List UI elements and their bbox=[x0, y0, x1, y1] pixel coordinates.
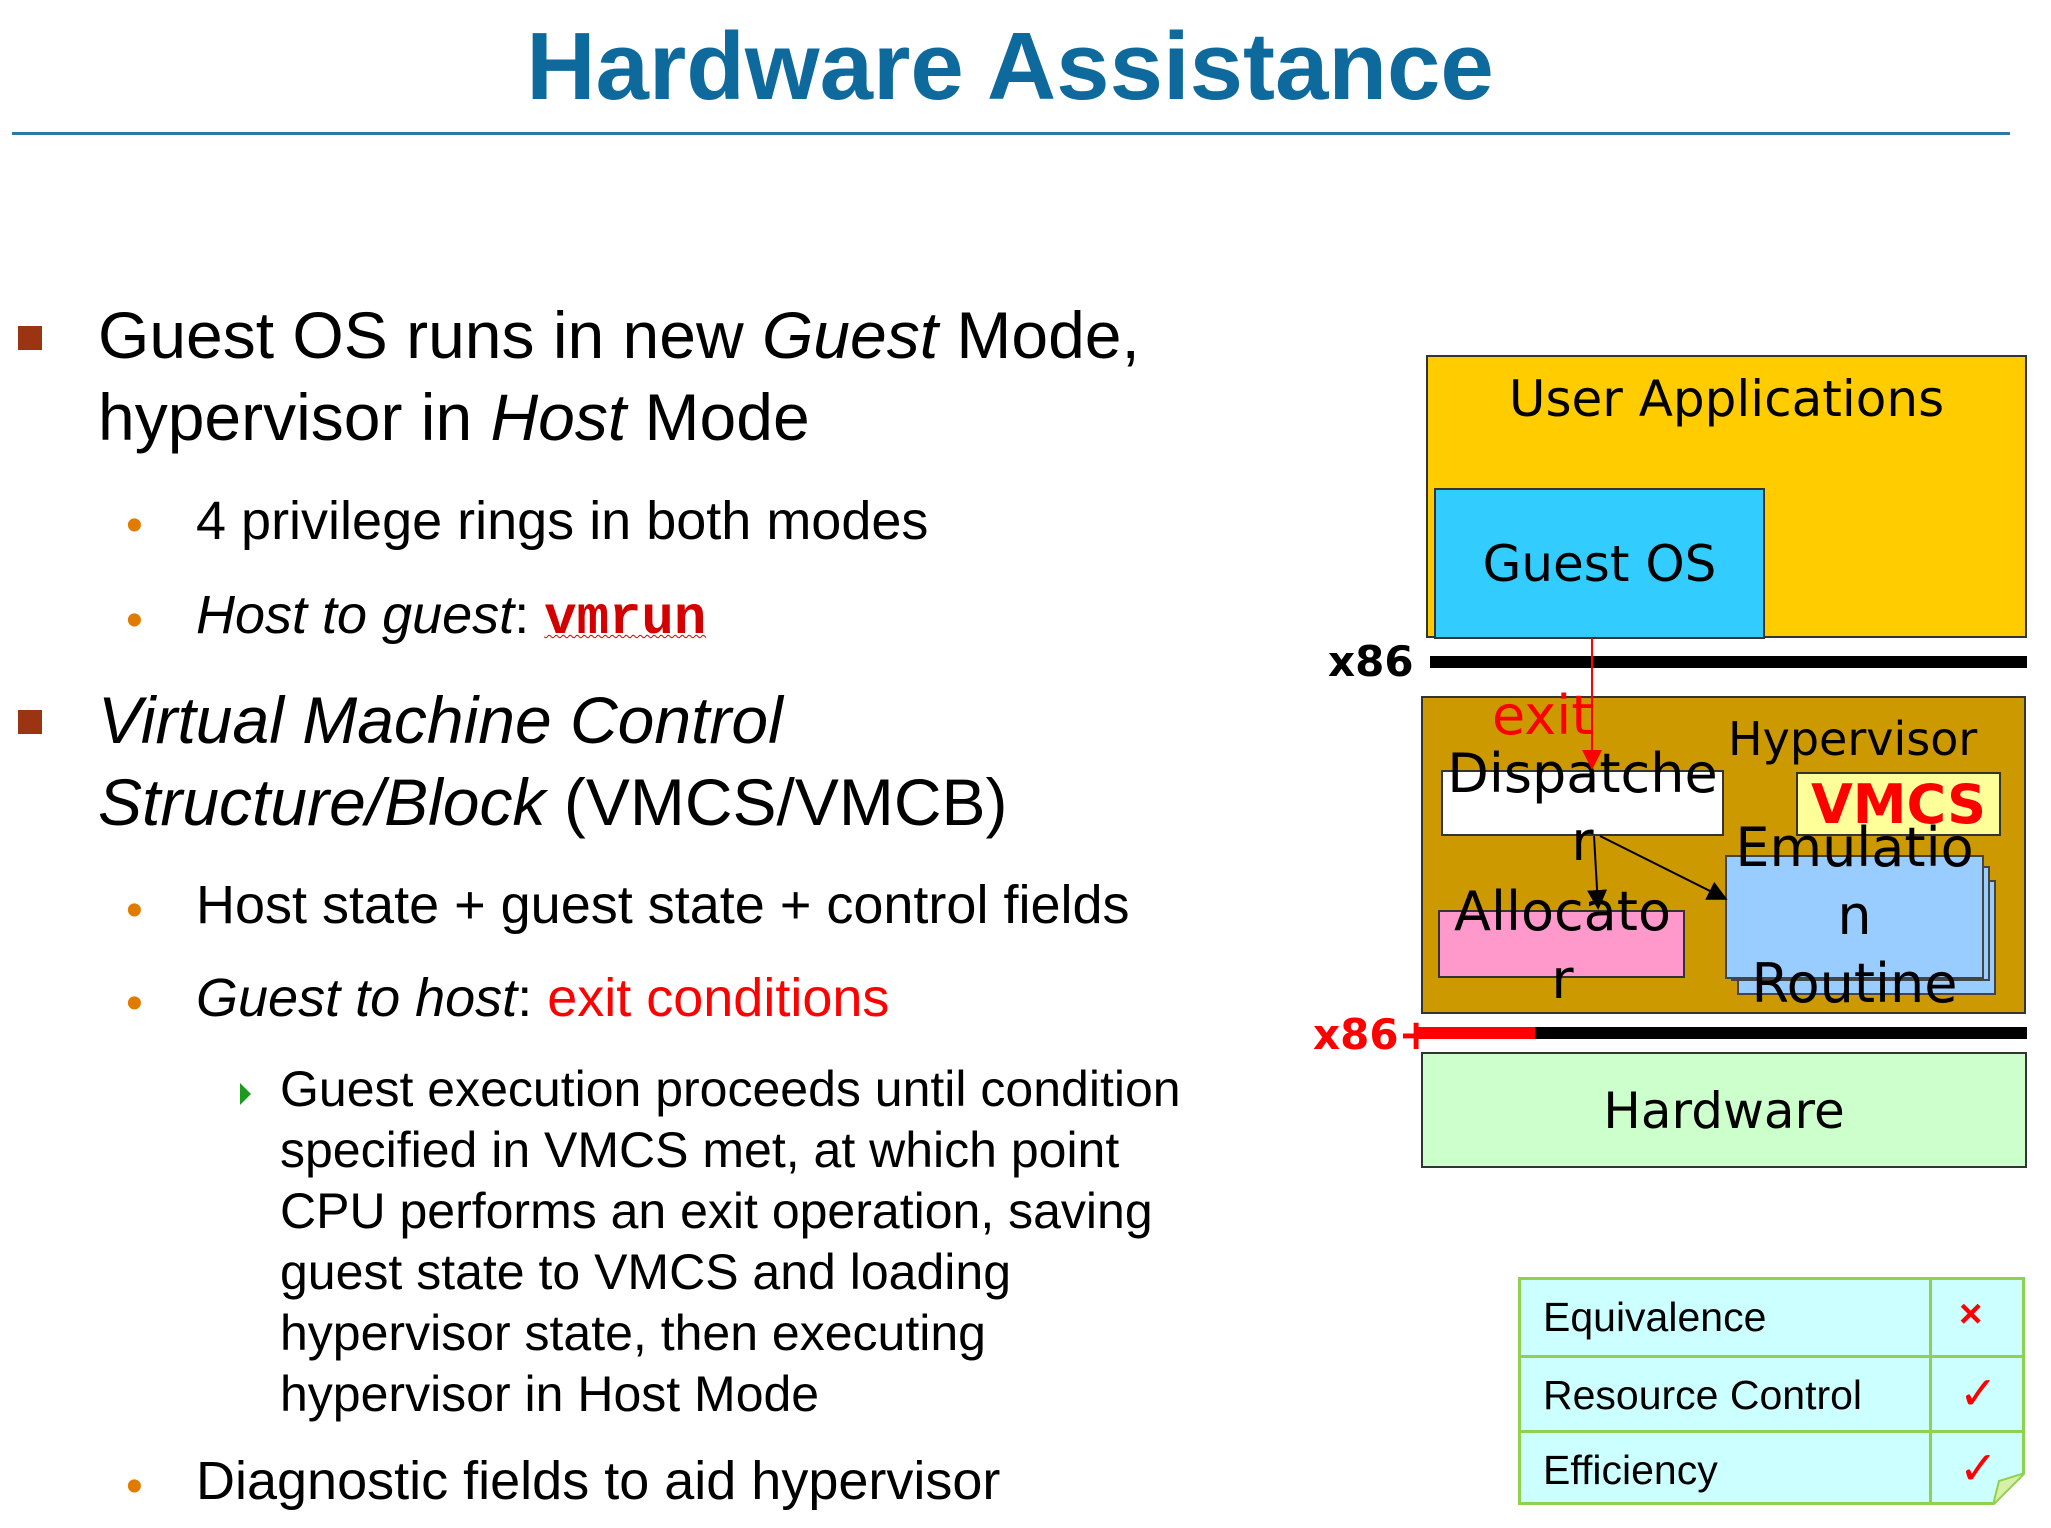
square-bullet-icon bbox=[18, 710, 42, 734]
table-row: Resource Control ✓ bbox=[1521, 1355, 2022, 1430]
hypervisor-label: Hypervisor bbox=[1728, 712, 1978, 766]
bullet-2-detail-line-5: hypervisor state, then executing bbox=[280, 1305, 986, 1361]
bullet-2-detail-line-6: hypervisor in Host Mode bbox=[280, 1366, 820, 1422]
criteria-label: Resource Control bbox=[1543, 1372, 1863, 1418]
x86-top-bar bbox=[1430, 656, 2027, 668]
bullet-2-sub-1: Host state + guest state + control field… bbox=[196, 875, 1130, 935]
dispatcher-to-emulation-arrow bbox=[1599, 835, 1728, 900]
emulation-routine-box bbox=[1725, 855, 1984, 979]
bullet-1-line-2: hypervisor in Host Mode bbox=[98, 380, 810, 454]
bullet-1-sub-2: Host to guest: vmrun bbox=[196, 585, 707, 650]
user-applications-label: User Applications bbox=[1508, 370, 1945, 428]
criteria-table: Equivalence × Resource Control ✓ Efficie… bbox=[1518, 1277, 2025, 1505]
check-icon: ✓ bbox=[1959, 1367, 1998, 1419]
bullet-2-sub-2: Guest to host: exit conditions bbox=[196, 968, 890, 1028]
table-row: Efficiency ✓ bbox=[1521, 1430, 2022, 1505]
x86-plus-label: x86+ bbox=[1313, 1010, 1434, 1059]
round-bullet-icon: • bbox=[126, 499, 143, 552]
bullet-1-sub-1: 4 privilege rings in both modes bbox=[196, 491, 929, 551]
round-bullet-icon: • bbox=[126, 977, 143, 1030]
bullet-2-detail-line-1: Guest execution proceeds until condition bbox=[280, 1061, 1181, 1117]
exit-label: exit bbox=[1492, 684, 1593, 747]
page-title: Hardware Assistance bbox=[526, 13, 1494, 120]
round-bullet-icon: • bbox=[126, 884, 143, 937]
title-divider bbox=[12, 132, 2010, 135]
allocator-box bbox=[1438, 910, 1685, 978]
hardware-label: Hardware bbox=[1603, 1082, 1845, 1140]
dispatcher-to-allocator-arrow bbox=[1587, 835, 1608, 910]
guest-os-label: Guest OS bbox=[1482, 535, 1717, 593]
dispatcher-box bbox=[1441, 770, 1724, 836]
check-icon: ✓ bbox=[1959, 1442, 1998, 1494]
bullet-2-detail-line-2: specified in VMCS met, at which point bbox=[280, 1122, 1120, 1178]
vmrun-code: vmrun bbox=[544, 589, 707, 650]
vmcs-box bbox=[1796, 772, 2001, 836]
round-bullet-icon: • bbox=[126, 594, 143, 647]
bullet-2-detail-line-4: guest state to VMCS and loading bbox=[280, 1244, 1012, 1300]
bullet-2-sub-3: Diagnostic fields to aid hypervisor bbox=[196, 1451, 1001, 1511]
bullet-1-line-1: Guest OS runs in new Guest Mode, bbox=[98, 298, 1140, 372]
bullet-2-line-1: Virtual Machine Control bbox=[98, 683, 783, 757]
criteria-label: Efficiency bbox=[1543, 1447, 1718, 1493]
bullet-2-line-2: Structure/Block (VMCS/VMCB) bbox=[98, 765, 1008, 839]
x86-top-label: x86 bbox=[1328, 637, 1414, 686]
page-curl-icon bbox=[1993, 1473, 2025, 1505]
guest-os-box bbox=[1434, 488, 1765, 639]
hardware-box bbox=[1421, 1052, 2027, 1168]
vmcs-label: VMCS bbox=[1810, 773, 1987, 836]
triangle-bullet-icon bbox=[240, 1083, 251, 1105]
allocator-label: Allocato r bbox=[1454, 880, 1671, 1011]
square-bullet-icon bbox=[18, 326, 42, 350]
table-row: Equivalence × bbox=[1521, 1280, 2022, 1355]
bullet-2-detail-line-3: CPU performs an exit operation, saving bbox=[280, 1183, 1153, 1239]
cross-icon: × bbox=[1959, 1292, 1983, 1336]
emulation-routine-label: Emulatio n Routine bbox=[1735, 816, 1974, 1015]
x86-plus-bar bbox=[1415, 1027, 2027, 1039]
round-bullet-icon: • bbox=[126, 1460, 143, 1513]
criteria-label: Equivalence bbox=[1543, 1294, 1767, 1340]
x86-plus-extension bbox=[1415, 1027, 1535, 1039]
